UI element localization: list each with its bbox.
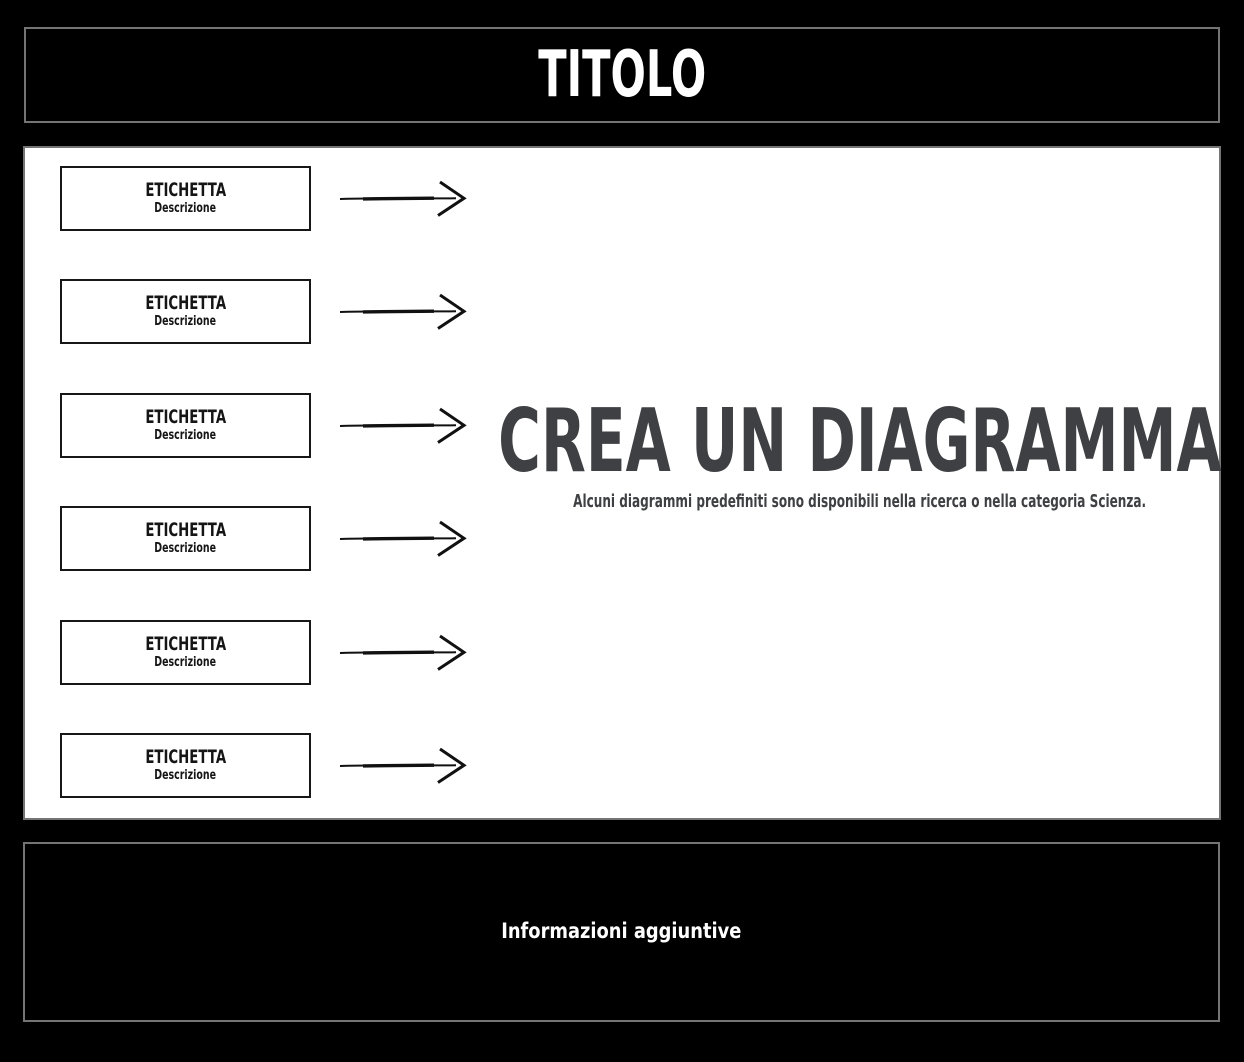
label-description: Descrizione xyxy=(154,654,217,671)
label-box[interactable]: ETICHETTA Descrizione xyxy=(60,620,311,685)
label-description: Descrizione xyxy=(154,427,217,444)
right-arrow-icon[interactable] xyxy=(337,286,472,336)
footer-label: Informazioni aggiuntive xyxy=(501,919,742,944)
label-box[interactable]: ETICHETTA Descrizione xyxy=(60,393,311,458)
label-box[interactable]: ETICHETTA Descrizione xyxy=(60,733,311,798)
label-row: ETICHETTA Descrizione xyxy=(25,279,1219,344)
label-row: ETICHETTA Descrizione xyxy=(25,620,1219,685)
center-message: CREA UN DIAGRAMMA Alcuni diagrammi prede… xyxy=(465,398,1244,513)
center-heading: CREA UN DIAGRAMMA xyxy=(498,390,1222,492)
right-arrow-icon[interactable] xyxy=(337,740,472,790)
label-box[interactable]: ETICHETTA Descrizione xyxy=(60,506,311,571)
label-row: ETICHETTA Descrizione xyxy=(25,393,1219,458)
label-description: Descrizione xyxy=(154,313,217,330)
label-title: ETICHETTA xyxy=(145,519,226,542)
footer-box[interactable]: Informazioni aggiuntive xyxy=(23,842,1220,1022)
right-arrow-icon[interactable] xyxy=(337,627,472,677)
label-box[interactable]: ETICHETTA Descrizione xyxy=(60,166,311,231)
label-row: ETICHETTA Descrizione xyxy=(25,166,1219,231)
title-box[interactable]: TITOLO xyxy=(24,27,1220,123)
center-subtitle: Alcuni diagrammi predefiniti sono dispon… xyxy=(573,491,1147,512)
label-description: Descrizione xyxy=(154,767,217,784)
label-row: ETICHETTA Descrizione xyxy=(25,506,1219,571)
label-title: ETICHETTA xyxy=(145,746,226,769)
label-box[interactable]: ETICHETTA Descrizione xyxy=(60,279,311,344)
right-arrow-icon[interactable] xyxy=(337,513,472,563)
page-title: TITOLO xyxy=(538,38,706,112)
label-title: ETICHETTA xyxy=(145,292,226,315)
diagram-canvas[interactable]: ETICHETTA Descrizione ETICHETTA Descrizi… xyxy=(23,146,1222,820)
label-title: ETICHETTA xyxy=(145,179,226,202)
label-row: ETICHETTA Descrizione xyxy=(25,733,1219,798)
label-title: ETICHETTA xyxy=(145,406,226,429)
right-arrow-icon[interactable] xyxy=(337,400,472,450)
label-title: ETICHETTA xyxy=(145,633,226,656)
label-description: Descrizione xyxy=(154,540,217,557)
right-arrow-icon[interactable] xyxy=(337,173,472,223)
label-description: Descrizione xyxy=(154,200,217,217)
